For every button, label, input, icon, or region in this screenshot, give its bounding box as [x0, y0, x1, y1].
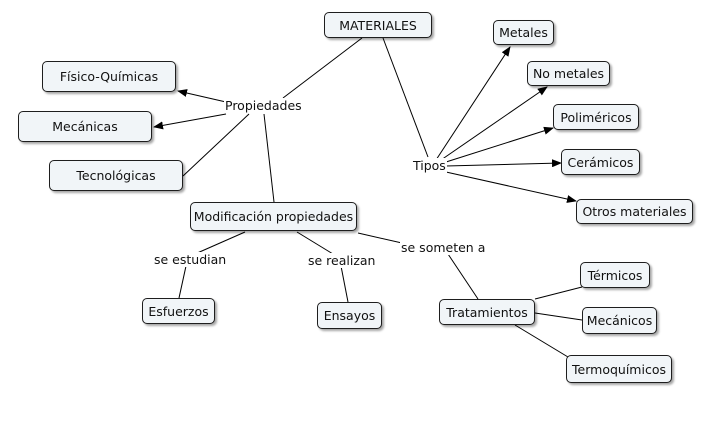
concept-metales[interactable]: Metales	[493, 20, 554, 45]
concept-mecanicas[interactable]: Mecánicas	[18, 111, 152, 142]
concept-modificacion-propiedades[interactable]: Modificación propiedades	[190, 202, 357, 231]
line-tipos-polimericos	[445, 126, 554, 163]
line-propiedades-fisicoquimicas	[177, 89, 227, 103]
concept-esfuerzos[interactable]: Esfuerzos	[142, 298, 215, 324]
concept-termicos[interactable]: Térmicos	[580, 262, 650, 288]
concept-no-metales[interactable]: No metales	[527, 61, 610, 86]
concept-fisico-quimicas[interactable]: Físico-Químicas	[42, 61, 176, 92]
line-tratamientos-termoquimicos	[514, 324, 569, 358]
line-tratamientos-mecanicos	[534, 312, 583, 321]
concept-tratamientos[interactable]: Tratamientos	[439, 299, 535, 325]
concept-termoquimicos[interactable]: Termoquímicos	[566, 355, 672, 383]
link-se-realizan: se realizan	[307, 253, 377, 268]
line-propiedades-modificacion	[263, 113, 275, 203]
line-tipos-metales	[435, 46, 511, 161]
concept-tecnologicas[interactable]: Tecnológicas	[49, 160, 183, 191]
link-tipos: Tipos	[412, 158, 447, 173]
line-modificacion-seestudian	[194, 231, 246, 255]
line-tratamientos-termicos	[534, 286, 583, 300]
line-materiales-propiedades	[282, 37, 363, 99]
link-se-estudian: se estudian	[153, 252, 228, 267]
concept-otros-materiales[interactable]: Otros materiales	[576, 199, 693, 224]
line-propiedades-tecnologicas	[182, 113, 250, 177]
concept-mecanicos[interactable]: Mecánicos	[582, 307, 657, 334]
line-modificacion-sesometen	[357, 232, 403, 244]
line-tipos-otros	[445, 171, 577, 203]
line-serealizan-ensayos	[340, 265, 349, 303]
concept-ceramicos[interactable]: Cerámicos	[561, 149, 640, 175]
line-tipos-nometales	[440, 86, 548, 161]
line-tipos-ceramicos	[445, 159, 562, 168]
concept-polimericos[interactable]: Poliméricos	[553, 104, 639, 130]
line-modificacion-serealizan	[296, 231, 334, 255]
line-materiales-tipos	[382, 37, 429, 158]
link-se-someten-a: se someten a	[400, 240, 487, 255]
line-propiedades-mecanicas	[153, 113, 227, 130]
line-sesometen-tratamientos	[447, 253, 479, 300]
link-propiedades: Propiedades	[224, 98, 303, 113]
line-seestudian-esfuerzos	[178, 265, 187, 299]
concept-materiales[interactable]: MATERIALES	[324, 12, 432, 38]
concept-ensayos[interactable]: Ensayos	[317, 302, 382, 329]
